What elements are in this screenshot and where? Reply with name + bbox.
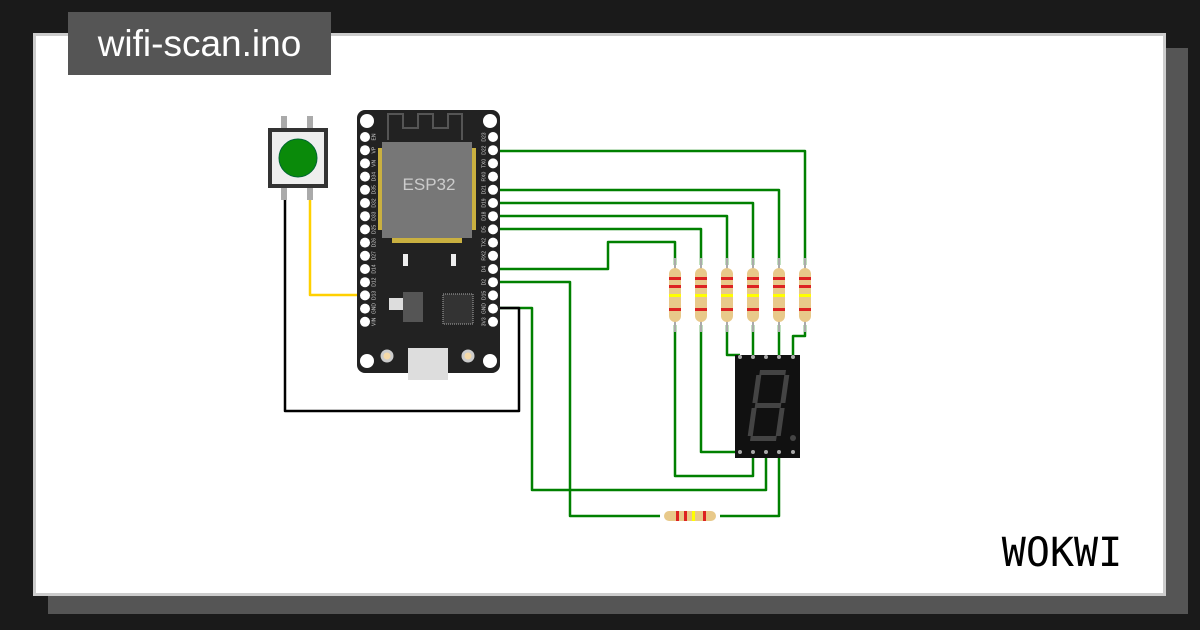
pin-d2[interactable] bbox=[488, 277, 498, 288]
seven-segment-display[interactable] bbox=[735, 355, 800, 458]
pin-d15[interactable] bbox=[488, 290, 498, 301]
pin-label: GND bbox=[371, 303, 377, 315]
pin-label: D23 bbox=[481, 132, 487, 141]
pin-label: VN bbox=[371, 160, 377, 167]
sketch-title: wifi-scan.ino bbox=[68, 12, 331, 75]
pin-d33[interactable] bbox=[360, 211, 370, 222]
resistor-2[interactable] bbox=[695, 258, 707, 332]
pin-label: D14 bbox=[371, 264, 377, 273]
pin-tx2[interactable] bbox=[488, 237, 498, 248]
pin-label: D27 bbox=[371, 251, 377, 260]
pin-d32[interactable] bbox=[360, 198, 370, 208]
pin-label: VIN bbox=[371, 317, 377, 326]
pin-rx2[interactable] bbox=[488, 250, 498, 261]
wire-gnd-display[interactable] bbox=[493, 306, 768, 492]
logo-text: WOKWI bbox=[1002, 530, 1122, 576]
resistor-1[interactable] bbox=[669, 258, 681, 332]
wire-d2[interactable] bbox=[493, 280, 660, 518]
pin-label: TX2 bbox=[481, 238, 487, 247]
pin-label: D35 bbox=[371, 185, 377, 194]
pin-d23[interactable] bbox=[488, 132, 498, 142]
wire-d4[interactable] bbox=[493, 240, 677, 271]
pin-label: D33 bbox=[371, 211, 377, 220]
wire-d22[interactable] bbox=[493, 149, 807, 265]
pin-label: RX0 bbox=[481, 172, 487, 182]
pin-label: RX2 bbox=[481, 251, 487, 261]
pin-d4[interactable] bbox=[488, 264, 498, 274]
pin-label: D13 bbox=[371, 291, 377, 300]
wire-d5[interactable] bbox=[493, 227, 703, 265]
pin-label: D5 bbox=[481, 226, 487, 233]
pin-d18[interactable] bbox=[488, 211, 498, 222]
wire-d21[interactable] bbox=[493, 188, 781, 265]
pin-d34[interactable] bbox=[360, 171, 370, 182]
wire-r2-seg[interactable] bbox=[699, 325, 740, 454]
pin-label: D15 bbox=[481, 291, 487, 300]
pin-label: D25 bbox=[371, 225, 377, 234]
pin-d35[interactable] bbox=[360, 184, 370, 195]
pin-label: GND bbox=[481, 303, 487, 315]
pin-d12[interactable] bbox=[360, 277, 370, 288]
pin-gnd[interactable] bbox=[488, 303, 498, 314]
pin-label: D18 bbox=[481, 211, 487, 220]
pin-rx0[interactable] bbox=[488, 171, 498, 182]
pin-d25[interactable] bbox=[360, 224, 370, 235]
resistor-3[interactable] bbox=[721, 258, 733, 332]
wire-gnd-button[interactable] bbox=[283, 190, 521, 413]
pin-d27[interactable] bbox=[360, 250, 370, 261]
pin-d19[interactable] bbox=[488, 198, 498, 208]
pin-d13[interactable] bbox=[360, 290, 370, 301]
pin-vin[interactable] bbox=[360, 316, 370, 327]
resistor-6[interactable] bbox=[799, 258, 811, 332]
pin-label: D21 bbox=[481, 185, 487, 194]
resistor-5[interactable] bbox=[773, 258, 785, 332]
pin-d26[interactable] bbox=[360, 237, 370, 248]
pin-gnd[interactable] bbox=[360, 303, 370, 314]
wire-d19[interactable] bbox=[493, 201, 755, 265]
pin-d5[interactable] bbox=[488, 224, 498, 235]
pin-label: D2 bbox=[481, 279, 487, 286]
pin-label: 3V3 bbox=[481, 317, 487, 326]
pin-vn[interactable] bbox=[360, 158, 370, 169]
pin-label: VP bbox=[371, 146, 377, 153]
pin-label: D12 bbox=[371, 277, 377, 286]
pin-label: D32 bbox=[371, 198, 377, 207]
pin-d22[interactable] bbox=[488, 145, 498, 156]
pin-label: D19 bbox=[481, 198, 487, 207]
pin-label: EN bbox=[371, 133, 377, 140]
resistor-horizontal[interactable] bbox=[664, 511, 716, 521]
pin-label: D4 bbox=[481, 266, 487, 273]
pin-label: D34 bbox=[371, 172, 377, 181]
esp32-board[interactable]: ESP32 ENVPVND34D35D32D33D25D26D27D14D12D… bbox=[357, 110, 500, 380]
pin-label: D22 bbox=[481, 145, 487, 154]
pin-3v3[interactable] bbox=[488, 316, 498, 327]
wire-d18[interactable] bbox=[493, 214, 729, 265]
pin-d21[interactable] bbox=[488, 184, 498, 195]
wire-r1-seg[interactable] bbox=[673, 325, 755, 478]
wire-r3-seg[interactable] bbox=[725, 325, 740, 357]
pin-tx0[interactable] bbox=[488, 158, 498, 169]
pushbutton[interactable] bbox=[268, 116, 328, 200]
wokwi-logo: WOKWI bbox=[1002, 530, 1122, 576]
esp32-label: ESP32 bbox=[403, 175, 456, 194]
wire-r6-seg[interactable] bbox=[791, 325, 807, 357]
pin-label: D26 bbox=[371, 238, 377, 247]
pin-vp[interactable] bbox=[360, 145, 370, 156]
wire-common[interactable] bbox=[720, 452, 781, 518]
wire-d13-button[interactable] bbox=[308, 190, 365, 297]
pin-label: TX0 bbox=[481, 159, 487, 168]
diagram-canvas[interactable] bbox=[33, 33, 1166, 596]
resistor-4[interactable] bbox=[747, 258, 759, 332]
pin-d14[interactable] bbox=[360, 264, 370, 274]
pin-en[interactable] bbox=[360, 132, 370, 142]
